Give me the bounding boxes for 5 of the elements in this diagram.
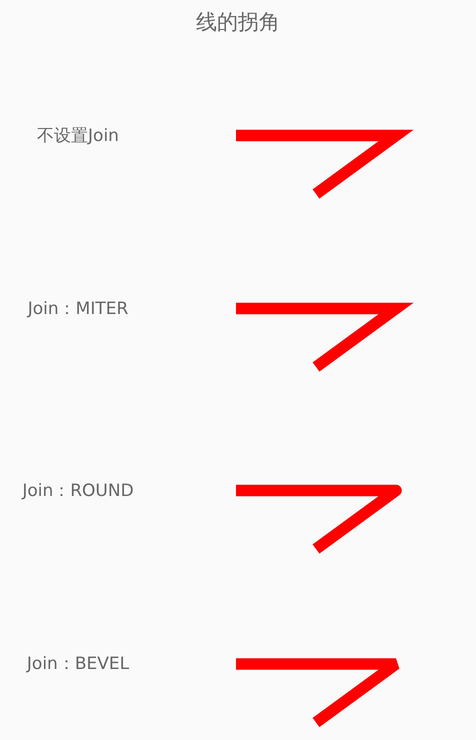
row-label: Join：ROUND <box>22 480 134 502</box>
title: 线的拐角 <box>196 9 280 36</box>
row-label: Join：BEVEL <box>26 653 130 676</box>
row-label: Join：MITER <box>28 298 128 320</box>
row-label: 不设置Join <box>37 124 119 148</box>
